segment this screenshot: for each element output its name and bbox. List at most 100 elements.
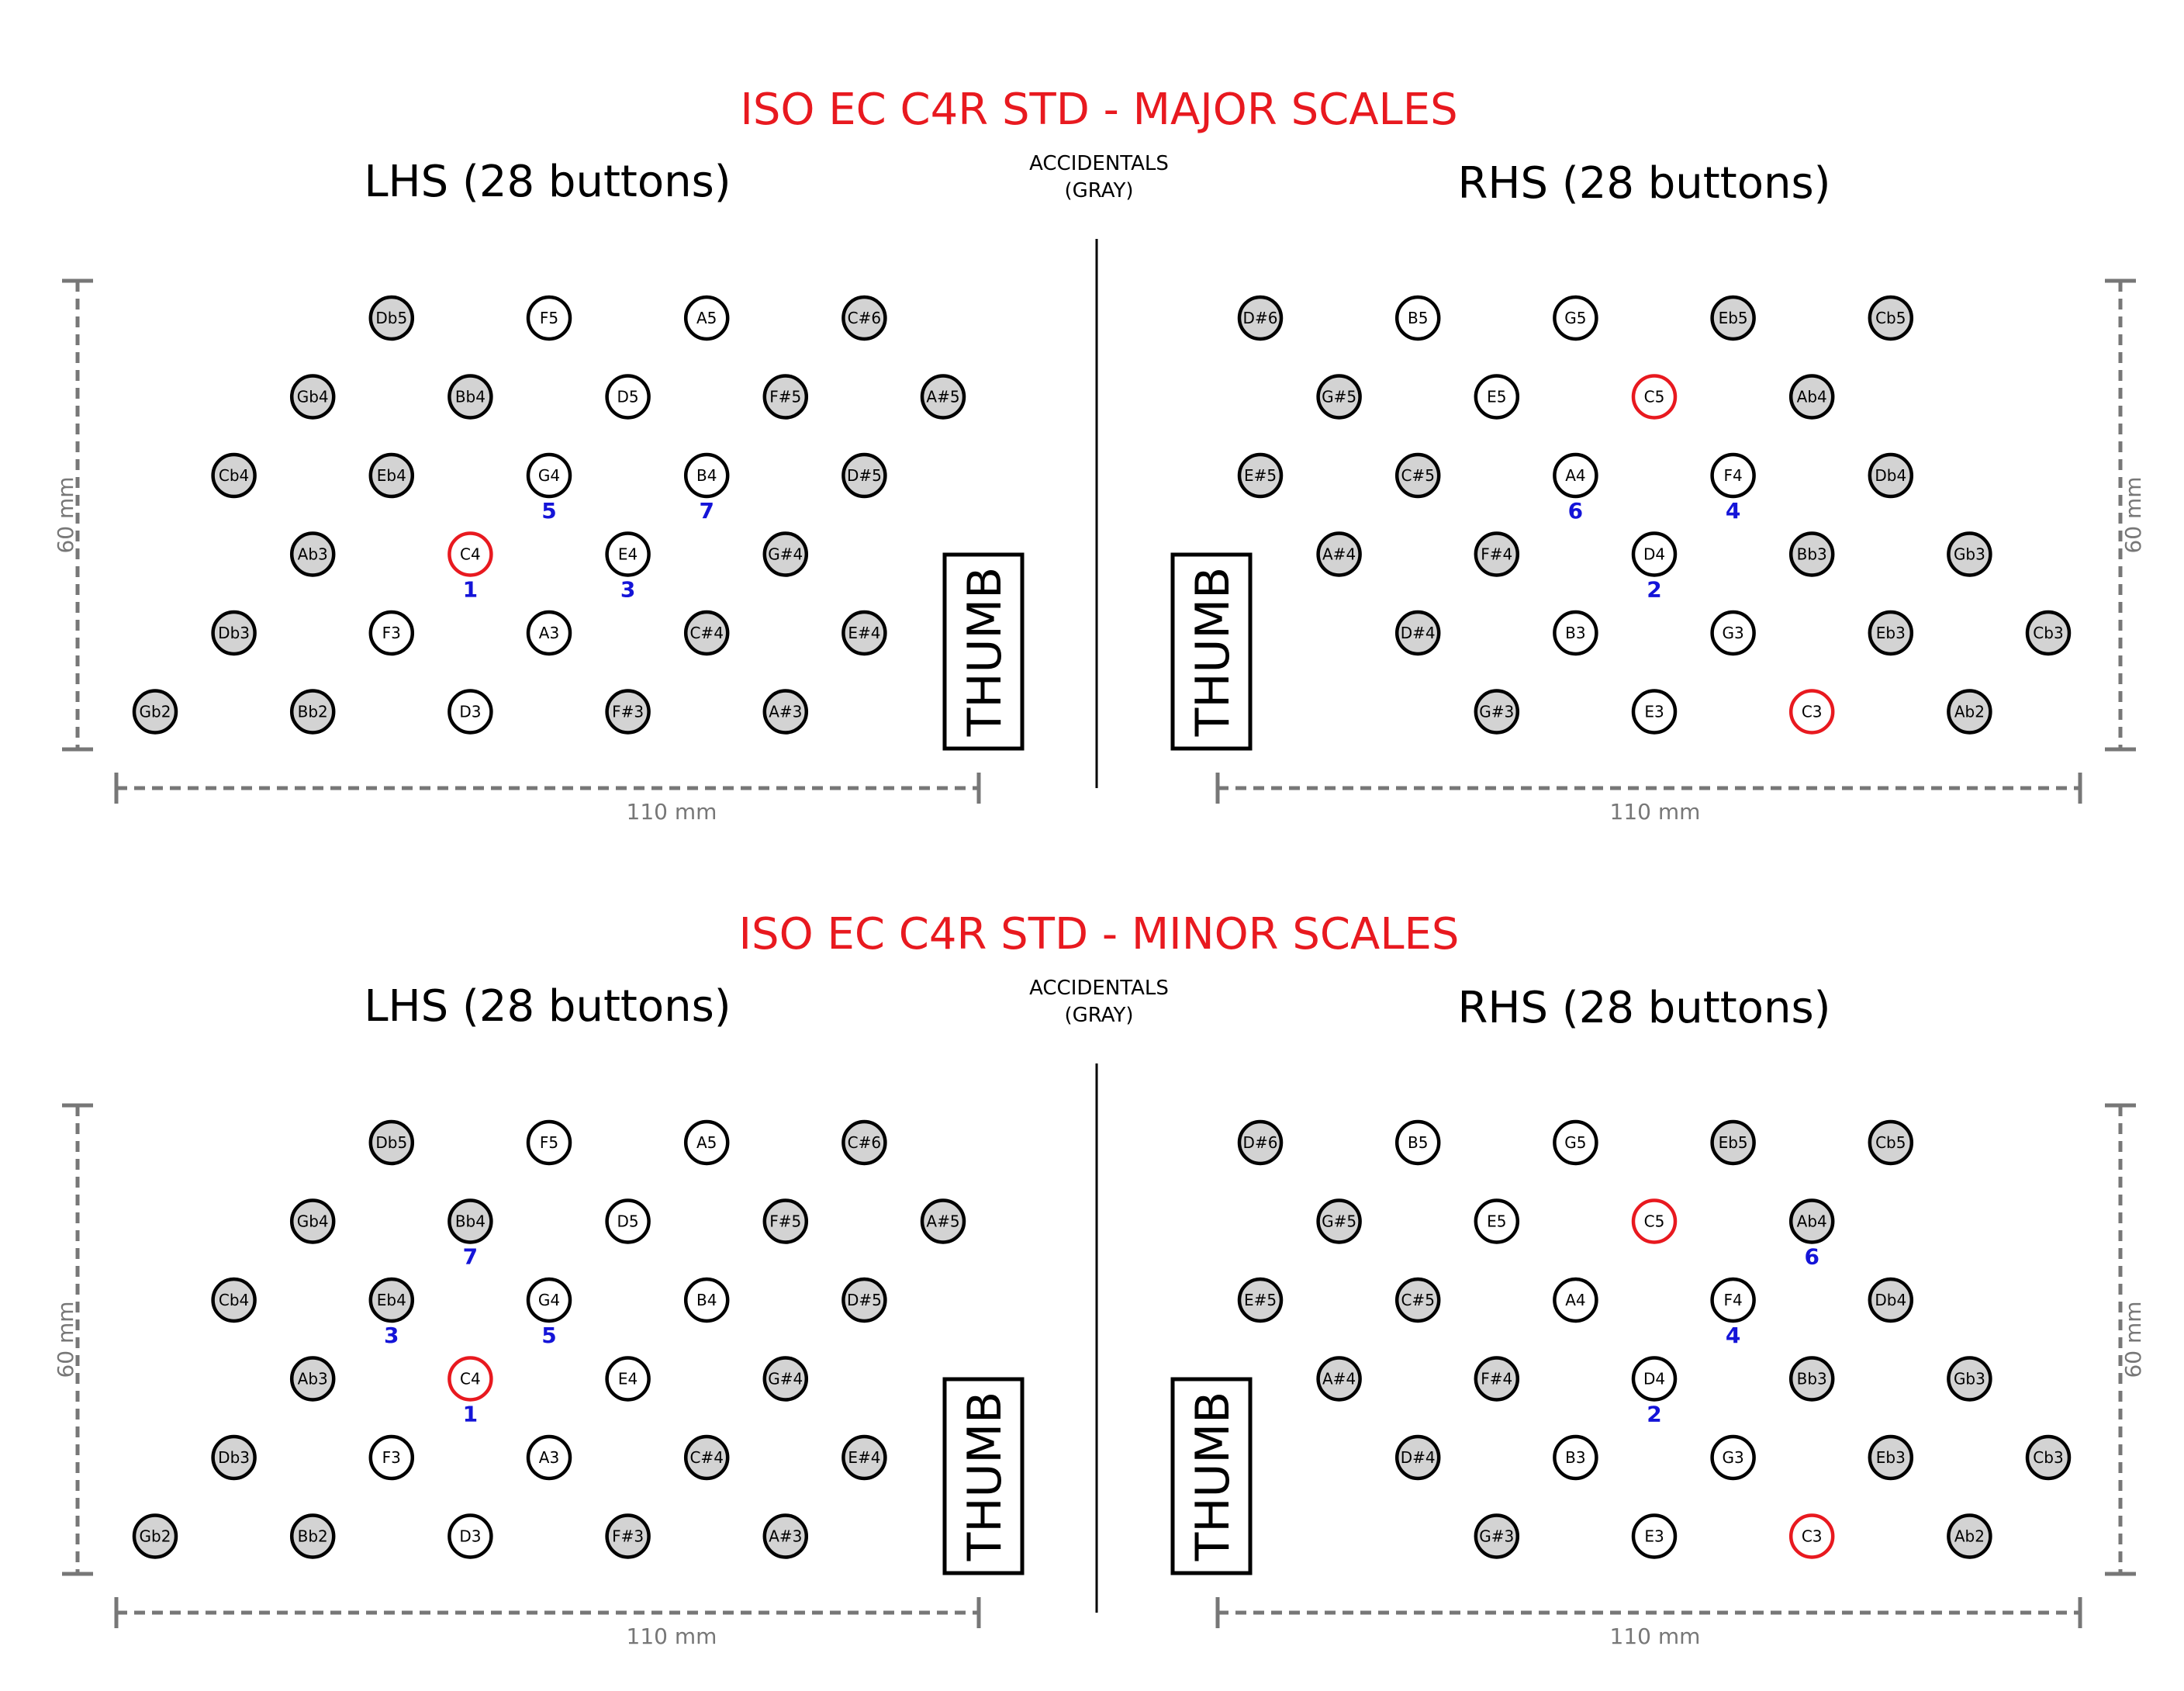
note-button-c5: C5 [1631, 374, 1678, 420]
lhs-width-dimension: 110 mm [114, 1597, 981, 1649]
button-circle [1710, 452, 1756, 499]
button-label: D#6 [1243, 1133, 1278, 1152]
scale-degree-label: 7 [699, 498, 714, 524]
lhs-thumb-box: THUMB [942, 1377, 1025, 1575]
button-label: Eb4 [377, 466, 406, 485]
height-dimension-label: 60 mm [53, 1301, 78, 1378]
button-circle [289, 689, 336, 735]
button-circle [132, 1513, 178, 1559]
button-circle [1710, 295, 1756, 341]
rhs-thumb-box: THUMB [1170, 1377, 1253, 1575]
width-dimension-label: 110 mm [1610, 1624, 1701, 1649]
button-label: C#5 [1401, 1291, 1434, 1309]
note-button-c3: C3 [1788, 689, 1835, 735]
button-label: A#3 [769, 1527, 802, 1546]
button-circle [526, 1119, 572, 1166]
note-button-f-sharp3: F#3 [605, 1513, 651, 1559]
button-circle [448, 1356, 493, 1402]
scale-degree-label: 2 [1647, 1402, 1661, 1427]
button-circle [1394, 610, 1441, 656]
panel-title: ISO EC C4R STD - MINOR SCALES [739, 909, 1460, 960]
button-circle [1394, 452, 1441, 499]
note-button-e-sharp5: E#5 [1237, 452, 1284, 499]
scale-degree-label: 6 [1804, 1244, 1819, 1270]
note-button-db5: Db5 [368, 295, 415, 341]
note-button-d5: D5 [605, 1198, 651, 1244]
button-label: C#6 [848, 1133, 881, 1152]
note-button-ab2: Ab2 [1947, 1513, 1992, 1559]
button-circle [683, 1119, 730, 1166]
note-button-eb3: Eb3 [1868, 1434, 1914, 1481]
note-button-b3: B3 [1553, 1434, 1598, 1481]
button-label: Ab4 [1797, 1212, 1827, 1231]
note-button-d-sharp6: D#6 [1237, 295, 1284, 341]
scale-degree-label: 5 [541, 1323, 556, 1348]
button-circle [1788, 689, 1835, 735]
button-label: C5 [1644, 1212, 1665, 1231]
button-circle [448, 1513, 493, 1559]
scale-degree-label: 6 [1568, 498, 1583, 524]
button-label: B4 [696, 1291, 717, 1309]
button-label: G4 [538, 1291, 560, 1309]
note-button-e-sharp5: E#5 [1237, 1277, 1284, 1323]
note-button-gb2: Gb2 [132, 689, 178, 735]
button-label: G#3 [1479, 1527, 1514, 1546]
note-button-e3: E3 [1631, 1513, 1678, 1559]
note-button-bb3: Bb3 [1788, 531, 1835, 577]
button-circle [211, 610, 257, 656]
button-circle [762, 531, 809, 577]
button-label: C3 [1802, 703, 1823, 721]
note-button-f-sharp4: F#4 [1474, 1356, 1520, 1402]
button-label: F#4 [1481, 545, 1512, 564]
button-label: E4 [618, 545, 638, 564]
note-button-f3: F3 [368, 610, 415, 656]
button-label: F#3 [612, 703, 644, 721]
button-circle [1553, 452, 1598, 499]
button-circle [289, 531, 336, 577]
note-button-d-sharp4: D#4 [1394, 1434, 1441, 1481]
rhs-width-dimension: 110 mm [1215, 773, 2082, 825]
note-button-g3: G3 [1710, 1434, 1756, 1481]
note-button-e-sharp4: E#4 [841, 1434, 887, 1481]
thumb-frame [1170, 1377, 1253, 1575]
note-button-gb4: Gb4 [289, 374, 336, 420]
scale-degree-label: 3 [620, 577, 635, 603]
note-button-a-sharp3: A#3 [762, 689, 809, 735]
button-circle [1316, 1198, 1362, 1244]
button-circle [1316, 531, 1362, 577]
button-label: D#5 [847, 1291, 882, 1309]
button-label: D4 [1643, 545, 1665, 564]
button-circle [2025, 1434, 2072, 1481]
thumb-frame [942, 1377, 1025, 1575]
note-button-f4: F44 [1710, 1277, 1756, 1348]
scale-degree-label: 1 [463, 1402, 478, 1427]
note-button-a-sharp5: A#5 [920, 374, 966, 420]
note-button-db3: Db3 [211, 610, 257, 656]
button-label: E#4 [848, 1448, 880, 1467]
button-label: C4 [460, 1370, 481, 1388]
button-label: Cb5 [1875, 309, 1906, 327]
button-circle [1788, 1513, 1835, 1559]
note-button-f-sharp5: F#5 [762, 1198, 809, 1244]
button-label: B5 [1408, 1133, 1428, 1152]
note-button-ab4: Ab4 [1788, 374, 1835, 420]
note-button-bb2: Bb2 [289, 1513, 336, 1559]
button-circle [2025, 610, 2072, 656]
note-button-d-sharp4: D#4 [1394, 610, 1441, 656]
button-label: D3 [459, 1527, 481, 1546]
note-button-cb4: Cb4 [211, 1277, 257, 1323]
thumb-label: THUMB [1186, 1392, 1240, 1562]
note-button-g5: G5 [1553, 1119, 1598, 1166]
scale-degree-label: 5 [541, 498, 556, 524]
note-button-d4: D42 [1631, 531, 1678, 603]
note-button-bb2: Bb2 [289, 689, 336, 735]
button-circle [289, 1198, 336, 1244]
button-circle [1316, 374, 1362, 420]
button-circle [289, 1356, 336, 1402]
button-circle [1788, 374, 1835, 420]
button-label: D5 [617, 388, 639, 406]
note-button-g4: G45 [526, 452, 572, 524]
note-button-g4: G4 5 [526, 1277, 572, 1348]
